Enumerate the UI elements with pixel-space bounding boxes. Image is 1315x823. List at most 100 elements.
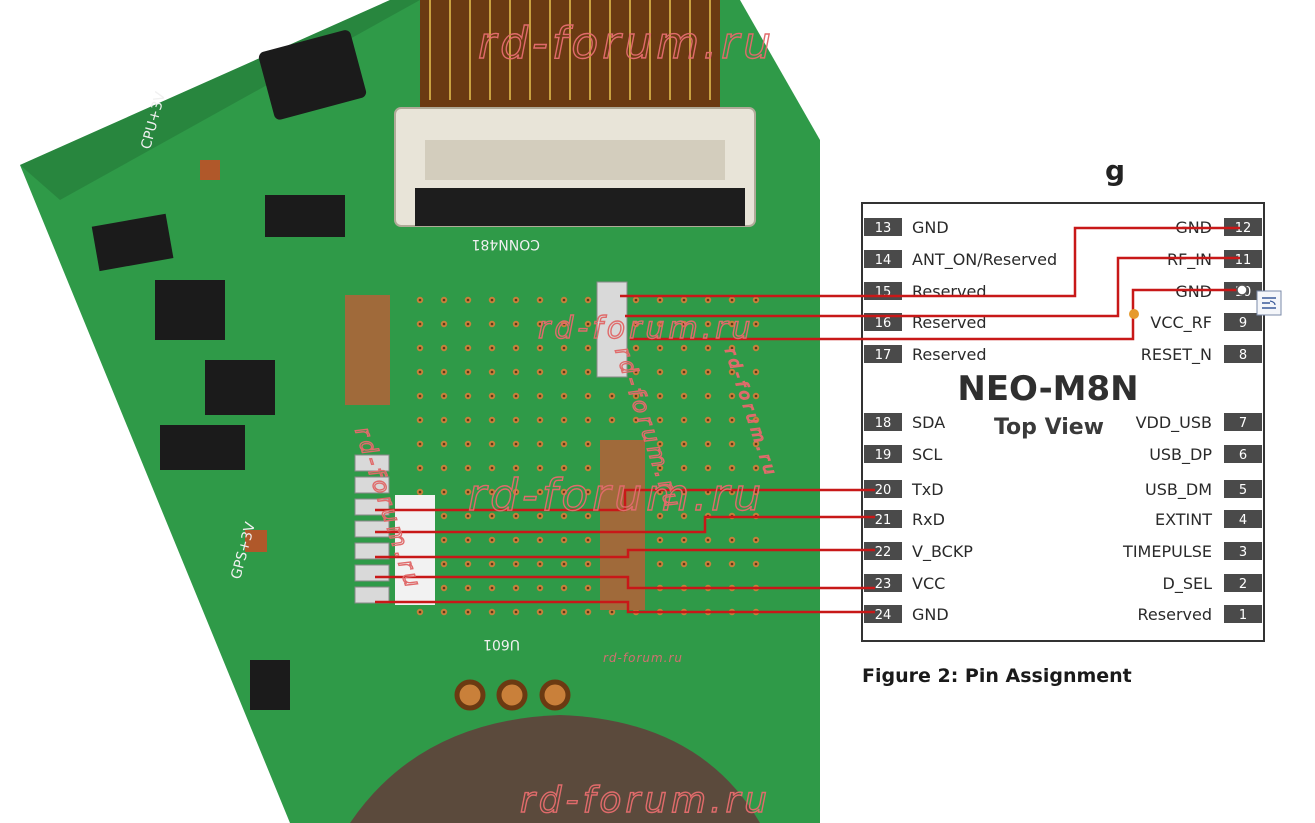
left-pin-22: 22 V_BCKP [864, 542, 973, 562]
pin-number: 2 [1239, 577, 1247, 592]
pin-number-box [1224, 413, 1262, 431]
pin-number: 18 [875, 416, 892, 431]
pin-label: GND [912, 218, 949, 237]
pin-number-box [864, 250, 902, 268]
right-pin-8: 8 RESET_N [1141, 345, 1262, 365]
ic-ca7p-3 [160, 425, 245, 470]
pin-number-box [864, 413, 902, 431]
ic-ca7p-2 [91, 213, 174, 272]
pin-number-box [1224, 480, 1262, 498]
right-pin-2: 2 D_SEL [1163, 574, 1262, 594]
pin-label: Reserved [912, 313, 986, 332]
left-pin-20: 20 TxD [864, 480, 944, 499]
pin-label: Reserved [1138, 605, 1212, 624]
pin-number: 21 [875, 513, 892, 528]
watermark-mid: rd-forum.ru [538, 311, 755, 346]
pin-number-box [1224, 542, 1262, 560]
pin-number-box [1224, 574, 1262, 592]
pin-number: 17 [875, 348, 892, 363]
pin-label: SCL [912, 445, 942, 464]
ic-ca7p-1 [265, 195, 345, 237]
watermark-bottom: rd-forum.ru [520, 780, 771, 821]
pin-label: TIMEPULSE [1122, 542, 1212, 561]
pin-label: D_SEL [1163, 574, 1213, 594]
pin-label: SDA [912, 413, 945, 432]
left-pin-13: 13 GND [864, 218, 949, 237]
wire-pin20 [375, 488, 875, 512]
silk-conn481: CONN481 [472, 236, 540, 252]
pin-number-box [1224, 250, 1262, 268]
pin-number: 20 [875, 483, 892, 498]
right-pin-5: 5 USB_DM [1145, 480, 1262, 500]
pin-label: Reserved [912, 282, 986, 301]
right-pin-6: 6 USB_DP [1149, 445, 1262, 465]
pin-number-box [864, 445, 902, 463]
pin-number-box [864, 313, 902, 331]
pin-number: 3 [1239, 545, 1247, 560]
pin-label: RF_IN [1167, 250, 1212, 270]
wire-pin24 [375, 600, 875, 614]
pin-number: 8 [1239, 348, 1247, 363]
watermark-rotated-3: rd-forum.ru [721, 345, 781, 480]
pin-label: RESET_N [1141, 345, 1212, 365]
pin-number-box [864, 605, 902, 623]
pin-number-box [1224, 313, 1262, 331]
pin-number-box [864, 480, 902, 498]
pin-number: 12 [1235, 221, 1252, 236]
ic-a751-2 [205, 360, 275, 415]
wire-pin11 [625, 256, 1240, 318]
pin-number-box [864, 510, 902, 528]
pin-number: 23 [875, 577, 892, 592]
right-pin-3: 3 TIMEPULSE [1122, 542, 1262, 561]
pin-number: 16 [875, 316, 892, 331]
pin-number: 13 [875, 221, 892, 236]
left-pin-19: 19 SCL [864, 445, 942, 464]
left-pin-18: 18 SDA [864, 413, 945, 432]
wire-pin21 [375, 515, 875, 534]
pin-number-box [864, 218, 902, 236]
pin-number-box [864, 345, 902, 363]
ic-a751-1 [155, 280, 225, 340]
chip-title: NEO-M8N [957, 369, 1138, 409]
pin-label: Reserved [912, 345, 986, 364]
pin-number: 15 [875, 285, 892, 300]
left-pin-16: 16 Reserved [864, 313, 986, 332]
pin-number-box [864, 542, 902, 560]
pin-number: 19 [875, 448, 892, 463]
watermark-small: rd-forum.ru [603, 651, 683, 665]
pin-number-box [1224, 510, 1262, 528]
ic-ss34a [258, 30, 367, 120]
figure-caption: Figure 2: Pin Assignment [862, 665, 1132, 687]
pin-label: GND [912, 605, 949, 624]
pin-label: USB_DP [1149, 445, 1212, 465]
cut-heading-fragment: g [1105, 154, 1125, 187]
pin-label: USB_DM [1145, 480, 1212, 500]
right-pin-column: 12GND11RF_IN10GND9VCC_RF8RESET_N7VDD_USB… [1122, 218, 1262, 624]
pin-label: VCC_RF [1150, 313, 1212, 333]
pin-label: EXTINT [1155, 510, 1212, 529]
pin-number: 5 [1239, 483, 1247, 498]
pin-number: 22 [875, 545, 892, 560]
left-pin-15: 15 Reserved [864, 282, 986, 301]
pin-label: TxD [911, 480, 944, 499]
silk-u601: U601 [483, 636, 520, 652]
chip-outline [861, 202, 1265, 642]
wire-pin12 [620, 226, 1240, 298]
pin-number: 11 [1235, 253, 1252, 268]
pin-number: 6 [1239, 448, 1247, 463]
wire-pin23 [375, 575, 875, 590]
pin-label: GND [1175, 282, 1212, 301]
pin-number-box [1224, 345, 1262, 363]
wire-pin22 [375, 548, 875, 559]
chip-subtitle: Top View [994, 415, 1104, 440]
pin-label: V_BCKP [912, 542, 973, 562]
text-wrap-icon[interactable] [1256, 290, 1282, 316]
